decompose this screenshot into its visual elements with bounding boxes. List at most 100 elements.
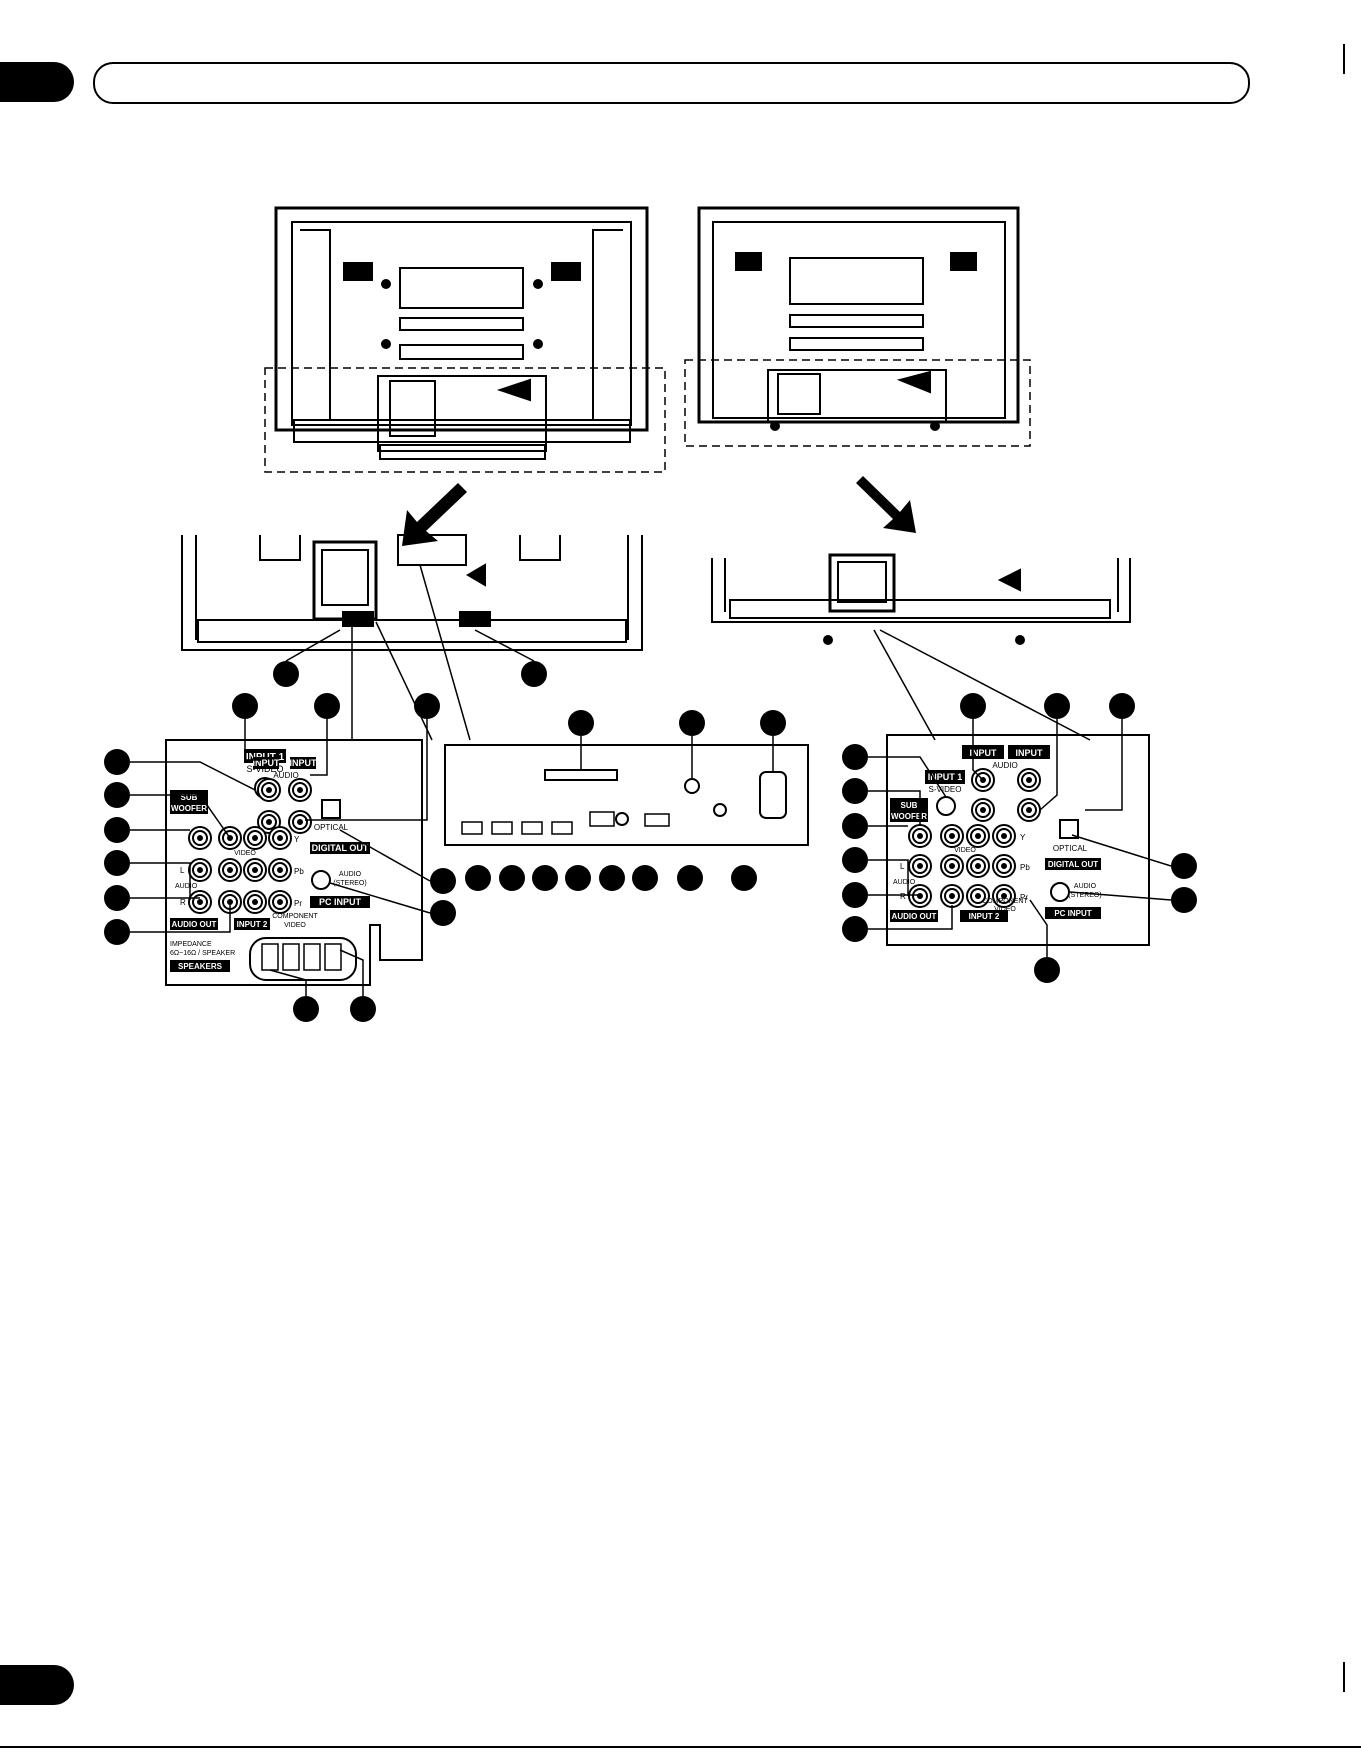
callout-marker-icon <box>1171 887 1197 913</box>
label-audio-side: AUDIO <box>175 883 198 890</box>
svideo-jack-r <box>936 796 956 816</box>
arrow-down-right-icon <box>856 476 916 533</box>
callout-marker-icon <box>104 749 130 775</box>
callout-marker-icon <box>104 850 130 876</box>
callout-marker-icon <box>293 996 319 1022</box>
label-impedance: IMPEDANCE <box>170 941 212 948</box>
left-connector-panel: INPUT 1 S-VIDEO INPUT INPUT AUDIO SUB WO… <box>165 739 423 986</box>
label-component-r: COMPONENT <box>982 898 1028 905</box>
callout-marker-icon <box>1034 957 1060 983</box>
callout-marker-icon <box>104 919 130 945</box>
label-audio-r-side: AUDIO <box>893 879 916 886</box>
vga-port <box>589 811 615 827</box>
zoom-region-left <box>264 367 666 473</box>
hdmi-port-2 <box>491 821 513 835</box>
hdmi-port-1 <box>461 821 483 835</box>
callout-marker-icon <box>273 661 299 687</box>
label-l: L <box>180 866 185 875</box>
label-audio-stereo-1: AUDIO <box>339 871 362 878</box>
label-video: VIDEO <box>234 850 256 857</box>
rs232-port <box>644 813 670 827</box>
callout-marker-icon <box>677 865 703 891</box>
label-input-d: INPUT <box>1016 748 1044 758</box>
callout-marker-icon <box>842 916 868 942</box>
label-pc-input-r: PC INPUT <box>1054 909 1091 918</box>
callout-marker-icon <box>430 900 456 926</box>
callout-marker-icon <box>568 710 594 736</box>
callout-marker-icon <box>842 847 868 873</box>
label-audio-stereo-r1: AUDIO <box>1074 883 1097 890</box>
callout-marker-icon <box>430 868 456 894</box>
label-sub-r: SUB <box>901 801 918 810</box>
label-r: R <box>180 898 186 907</box>
footer-rule <box>0 1746 1361 1748</box>
label-optical: OPTICAL <box>314 823 349 832</box>
label-audio-stereo-r2: (STEREO) <box>1068 892 1101 899</box>
zoom-view-small-model <box>711 553 1131 645</box>
antenna-jack <box>684 778 700 794</box>
callout-marker-icon <box>414 693 440 719</box>
label-input2: INPUT 2 <box>237 920 268 929</box>
zoom-view-large-model <box>181 534 643 651</box>
label-audio-top: AUDIO <box>273 771 298 780</box>
callout-marker-icon <box>842 778 868 804</box>
label-component: COMPONENT <box>272 913 318 920</box>
header-title-bar <box>93 62 1250 104</box>
zoom-region-right <box>684 359 1031 447</box>
callout-marker-icon <box>842 813 868 839</box>
label-video-r: VIDEO <box>954 847 976 854</box>
callout-marker-icon <box>679 710 705 736</box>
pc-audio-jack <box>311 870 331 890</box>
label-pr: Pr <box>294 899 302 908</box>
callout-leader-lines <box>130 719 1172 996</box>
card-slot <box>544 769 618 781</box>
label-optical-r: OPTICAL <box>1053 844 1088 853</box>
pc-audio-jack-r <box>1050 882 1070 902</box>
label-woofer-r: WOOFER <box>891 812 927 821</box>
control-jack <box>713 803 727 817</box>
hdmi-port-3 <box>521 821 543 835</box>
callout-marker-icon <box>104 782 130 808</box>
callout-marker-icon <box>1044 693 1070 719</box>
tv-rear-small-model <box>697 206 1020 431</box>
crop-mark-bottom <box>1343 1662 1345 1692</box>
label-pc-input: PC INPUT <box>319 897 362 907</box>
callout-marker-icon <box>731 865 757 891</box>
label-pr-r: Pr <box>1020 893 1028 902</box>
callout-marker-icon <box>632 865 658 891</box>
right-connector-panel: INPUT INPUT AUDIO INPUT 1 S-VIDEO SUB WO… <box>886 734 1150 946</box>
mini-jack <box>615 812 629 826</box>
label-pb-r: Pb <box>1020 863 1030 872</box>
callout-marker-icon <box>842 744 868 770</box>
arrow-down-left-icon <box>402 483 467 546</box>
label-digital-out: DIGITAL OUT <box>312 843 369 853</box>
optical-port <box>321 799 341 819</box>
callout-marker-icon <box>960 693 986 719</box>
callout-marker-icon <box>1171 853 1197 879</box>
ac-inlet <box>759 771 787 819</box>
label-digital-out-r: DIGITAL OUT <box>1048 860 1098 869</box>
label-input1-r: INPUT 1 <box>928 772 963 782</box>
label-woofer: WOOFER <box>171 804 207 813</box>
label-svideo-r: S-VIDEO <box>929 785 962 794</box>
callout-marker-icon <box>350 996 376 1022</box>
optical-port-r <box>1059 819 1079 839</box>
tv-rear-large-model <box>274 206 649 460</box>
label-input-b: INPUT <box>290 758 318 768</box>
callout-marker-icon <box>532 865 558 891</box>
callout-marker-icon <box>314 693 340 719</box>
callout-markers <box>104 693 1197 1022</box>
header-page-tab <box>0 62 74 102</box>
label-l-r: L <box>900 862 905 871</box>
callout-marker-icon <box>465 865 491 891</box>
callout-marker-icon <box>760 710 786 736</box>
label-input2-r: INPUT 2 <box>969 912 1000 921</box>
label-input-c: INPUT <box>970 748 998 758</box>
center-connector-panel <box>444 744 809 846</box>
hdmi-port-4 <box>551 821 573 835</box>
label-component-video-r: VIDEO <box>994 906 1016 913</box>
label-audio-r-top: AUDIO <box>992 761 1017 770</box>
label-component-video: VIDEO <box>284 922 306 929</box>
callout-marker-icon <box>1109 693 1135 719</box>
